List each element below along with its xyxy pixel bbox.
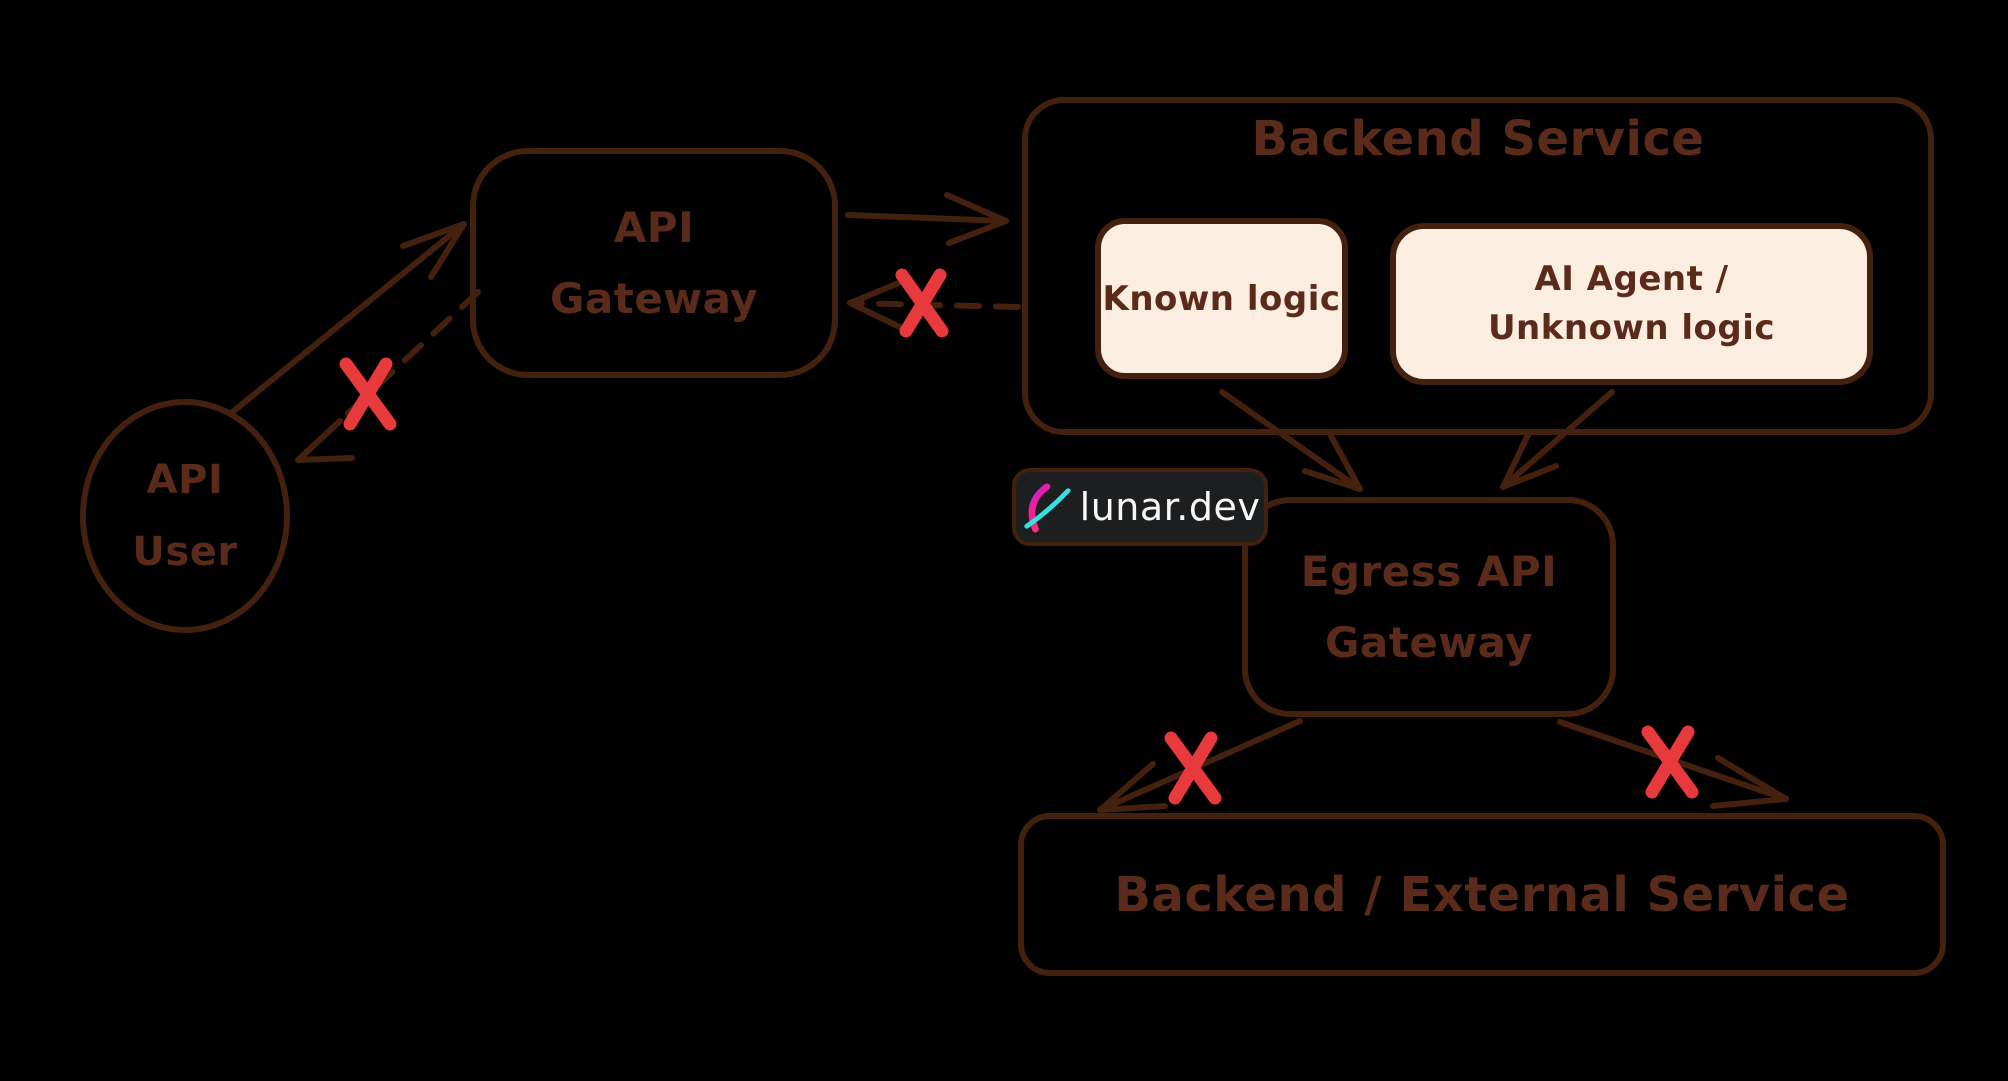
- arrow-gateway-to-backend: [845, 192, 1009, 246]
- backend-external-service-node: Backend / External Service: [1018, 813, 1946, 976]
- arrow-ai-to-egress: [1500, 389, 1615, 490]
- backend-external-label: Backend / External Service: [1114, 866, 1850, 923]
- api-gateway-label-line1: API: [613, 202, 695, 252]
- egress-api-gateway-node: Egress API Gateway: [1242, 497, 1616, 717]
- arrow-known-to-egress: [1219, 389, 1363, 492]
- known-logic-node: Known logic: [1095, 218, 1348, 379]
- egress-gateway-label-line2: Gateway: [1324, 618, 1534, 667]
- api-user-label-line1: API: [146, 457, 224, 503]
- ai-agent-node: AI Agent / Unknown logic: [1390, 223, 1873, 385]
- lunar-logo-pink-crescent: [1028, 483, 1050, 533]
- lunar-dev-label: lunar.dev: [1079, 485, 1261, 529]
- ai-agent-label-line1: AI Agent /: [1534, 258, 1729, 299]
- lunar-dev-logo-icon: [1023, 483, 1071, 533]
- blocked-x-icon-external-right: [1641, 725, 1699, 799]
- backend-service-title: Backend Service: [1251, 111, 1705, 167]
- api-user-label-line2: User: [132, 529, 238, 575]
- arrow-user-to-gateway: [227, 221, 467, 417]
- egress-gateway-label-line1: Egress API: [1300, 546, 1558, 596]
- api-gateway-node: API Gateway: [470, 148, 838, 378]
- api-gateway-label-line2: Gateway: [549, 274, 759, 323]
- blocked-x-icon-backend: [895, 268, 949, 338]
- ai-agent-label-line2: Unknown logic: [1487, 308, 1776, 348]
- blocked-x-icon-user: [339, 357, 397, 431]
- known-logic-label: Known logic: [1102, 278, 1341, 319]
- api-user-node: API User: [80, 399, 290, 633]
- lunar-dev-badge[interactable]: lunar.dev: [1012, 468, 1268, 546]
- arrow-gateway-to-user: [295, 289, 481, 463]
- arrow-backend-to-gateway: [847, 277, 1021, 332]
- backend-service-node: Backend Service: [1022, 97, 1934, 435]
- lunar-logo-cyan-swoosh: [1023, 488, 1071, 529]
- blocked-x-icon-external-left: [1164, 731, 1222, 805]
